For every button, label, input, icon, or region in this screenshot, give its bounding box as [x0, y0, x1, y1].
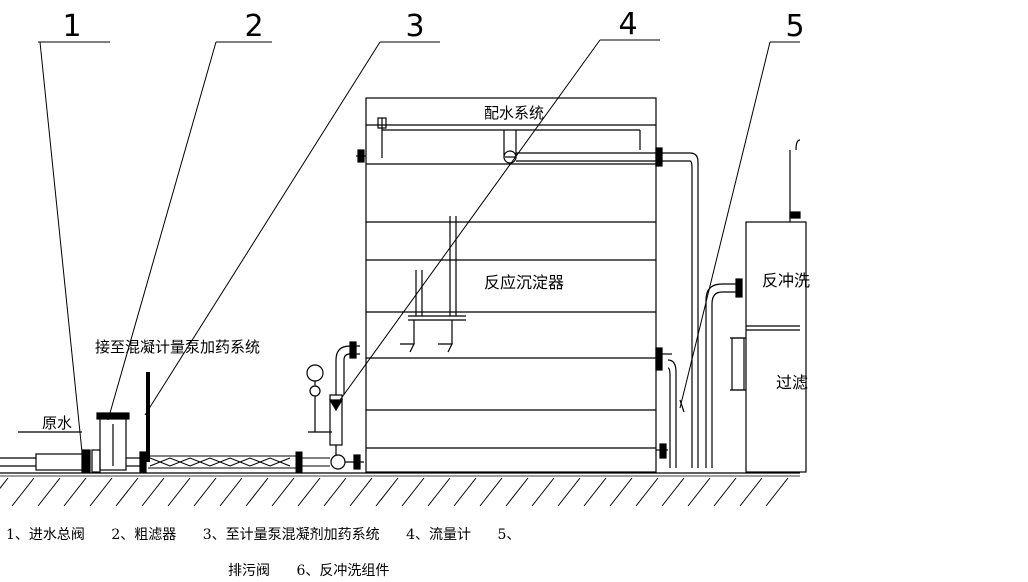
- callout-leaders: [38, 39, 800, 453]
- hatch-line: [713, 477, 737, 507]
- hatch-line: [115, 477, 139, 507]
- hatch-line: [739, 477, 763, 507]
- hatch-line: [63, 477, 87, 507]
- reactor-tank: [365, 97, 657, 473]
- hatch-line: [219, 477, 243, 507]
- reactor-label: 反应沉淀器: [484, 273, 564, 292]
- hatch-line: [557, 477, 581, 507]
- hatch-line: [193, 477, 217, 507]
- hatch-line: [375, 477, 399, 507]
- hatch-line: [687, 477, 711, 507]
- hatch-line: [297, 477, 321, 507]
- legend-caption-line2: 排污阀 6、反冲洗组件: [228, 560, 1028, 580]
- hatch-line: [89, 477, 113, 507]
- legend-caption: 1、进水总阀 2、粗滤器 3、至计量泵混凝剂加药系统 4、流量计 5、: [6, 524, 806, 544]
- hatch-line: [531, 477, 555, 507]
- callout-3: 3: [405, 9, 424, 44]
- callout-2: 2: [244, 9, 263, 44]
- hatch-line: [11, 477, 35, 507]
- raw-water-inlet: [0, 431, 85, 471]
- ground-hatching: [0, 477, 789, 507]
- dosing-connection-label: 接至混凝计量泵加药系统: [95, 338, 260, 356]
- hatch-line: [401, 477, 425, 507]
- hatch-line: [583, 477, 607, 507]
- filter-unit: [730, 139, 807, 473]
- hatch-line: [453, 477, 477, 507]
- flowmeter-assembly: [306, 341, 364, 470]
- legend-item-flowmeter: 4、流量计: [406, 527, 472, 543]
- backwash-label: 反冲洗: [762, 271, 810, 290]
- legend-item-5: 5、: [497, 527, 521, 543]
- hatch-line: [37, 477, 61, 507]
- legend-item-backwash: 6、反冲洗组件: [296, 563, 390, 579]
- hatch-line: [141, 477, 165, 507]
- hatch-line: [765, 477, 789, 507]
- static-mixer: [148, 451, 330, 473]
- hatch-line: [427, 477, 451, 507]
- callout-5: 5: [785, 9, 804, 44]
- legend-item-dosing: 3、至计量泵混凝剂加药系统: [202, 527, 380, 543]
- callout-1: 1: [62, 9, 81, 44]
- inlet-valve: [81, 449, 101, 473]
- hatch-line: [479, 477, 503, 507]
- process-diagram: 1 2 3 4 5 原水 接至混凝计量泵加药系统: [0, 7, 810, 507]
- hatch-line: [349, 477, 373, 507]
- reactor-internals: [356, 117, 690, 353]
- legend-item-drain-valve: 排污阀: [228, 563, 270, 579]
- coarse-filter: [96, 412, 147, 473]
- raw-water-label: 原水: [42, 414, 72, 432]
- hatch-line: [635, 477, 659, 507]
- callout-4: 4: [618, 7, 637, 42]
- ground: [0, 472, 800, 477]
- hatch-line: [323, 477, 347, 507]
- hatch-line: [505, 477, 529, 507]
- legend-item-inlet-valve: 1、进水总阀: [6, 527, 85, 543]
- hatch-line: [0, 477, 9, 489]
- hatch-line: [661, 477, 685, 507]
- distribution-system-label: 配水系统: [484, 104, 544, 122]
- hatch-line: [609, 477, 633, 507]
- legend-item-coarse-filter: 2、粗滤器: [111, 527, 177, 543]
- hatch-line: [167, 477, 191, 507]
- hatch-line: [271, 477, 295, 507]
- outlet-pipe: [655, 152, 743, 468]
- filter-label: 过滤: [776, 373, 808, 392]
- hatch-line: [245, 477, 269, 507]
